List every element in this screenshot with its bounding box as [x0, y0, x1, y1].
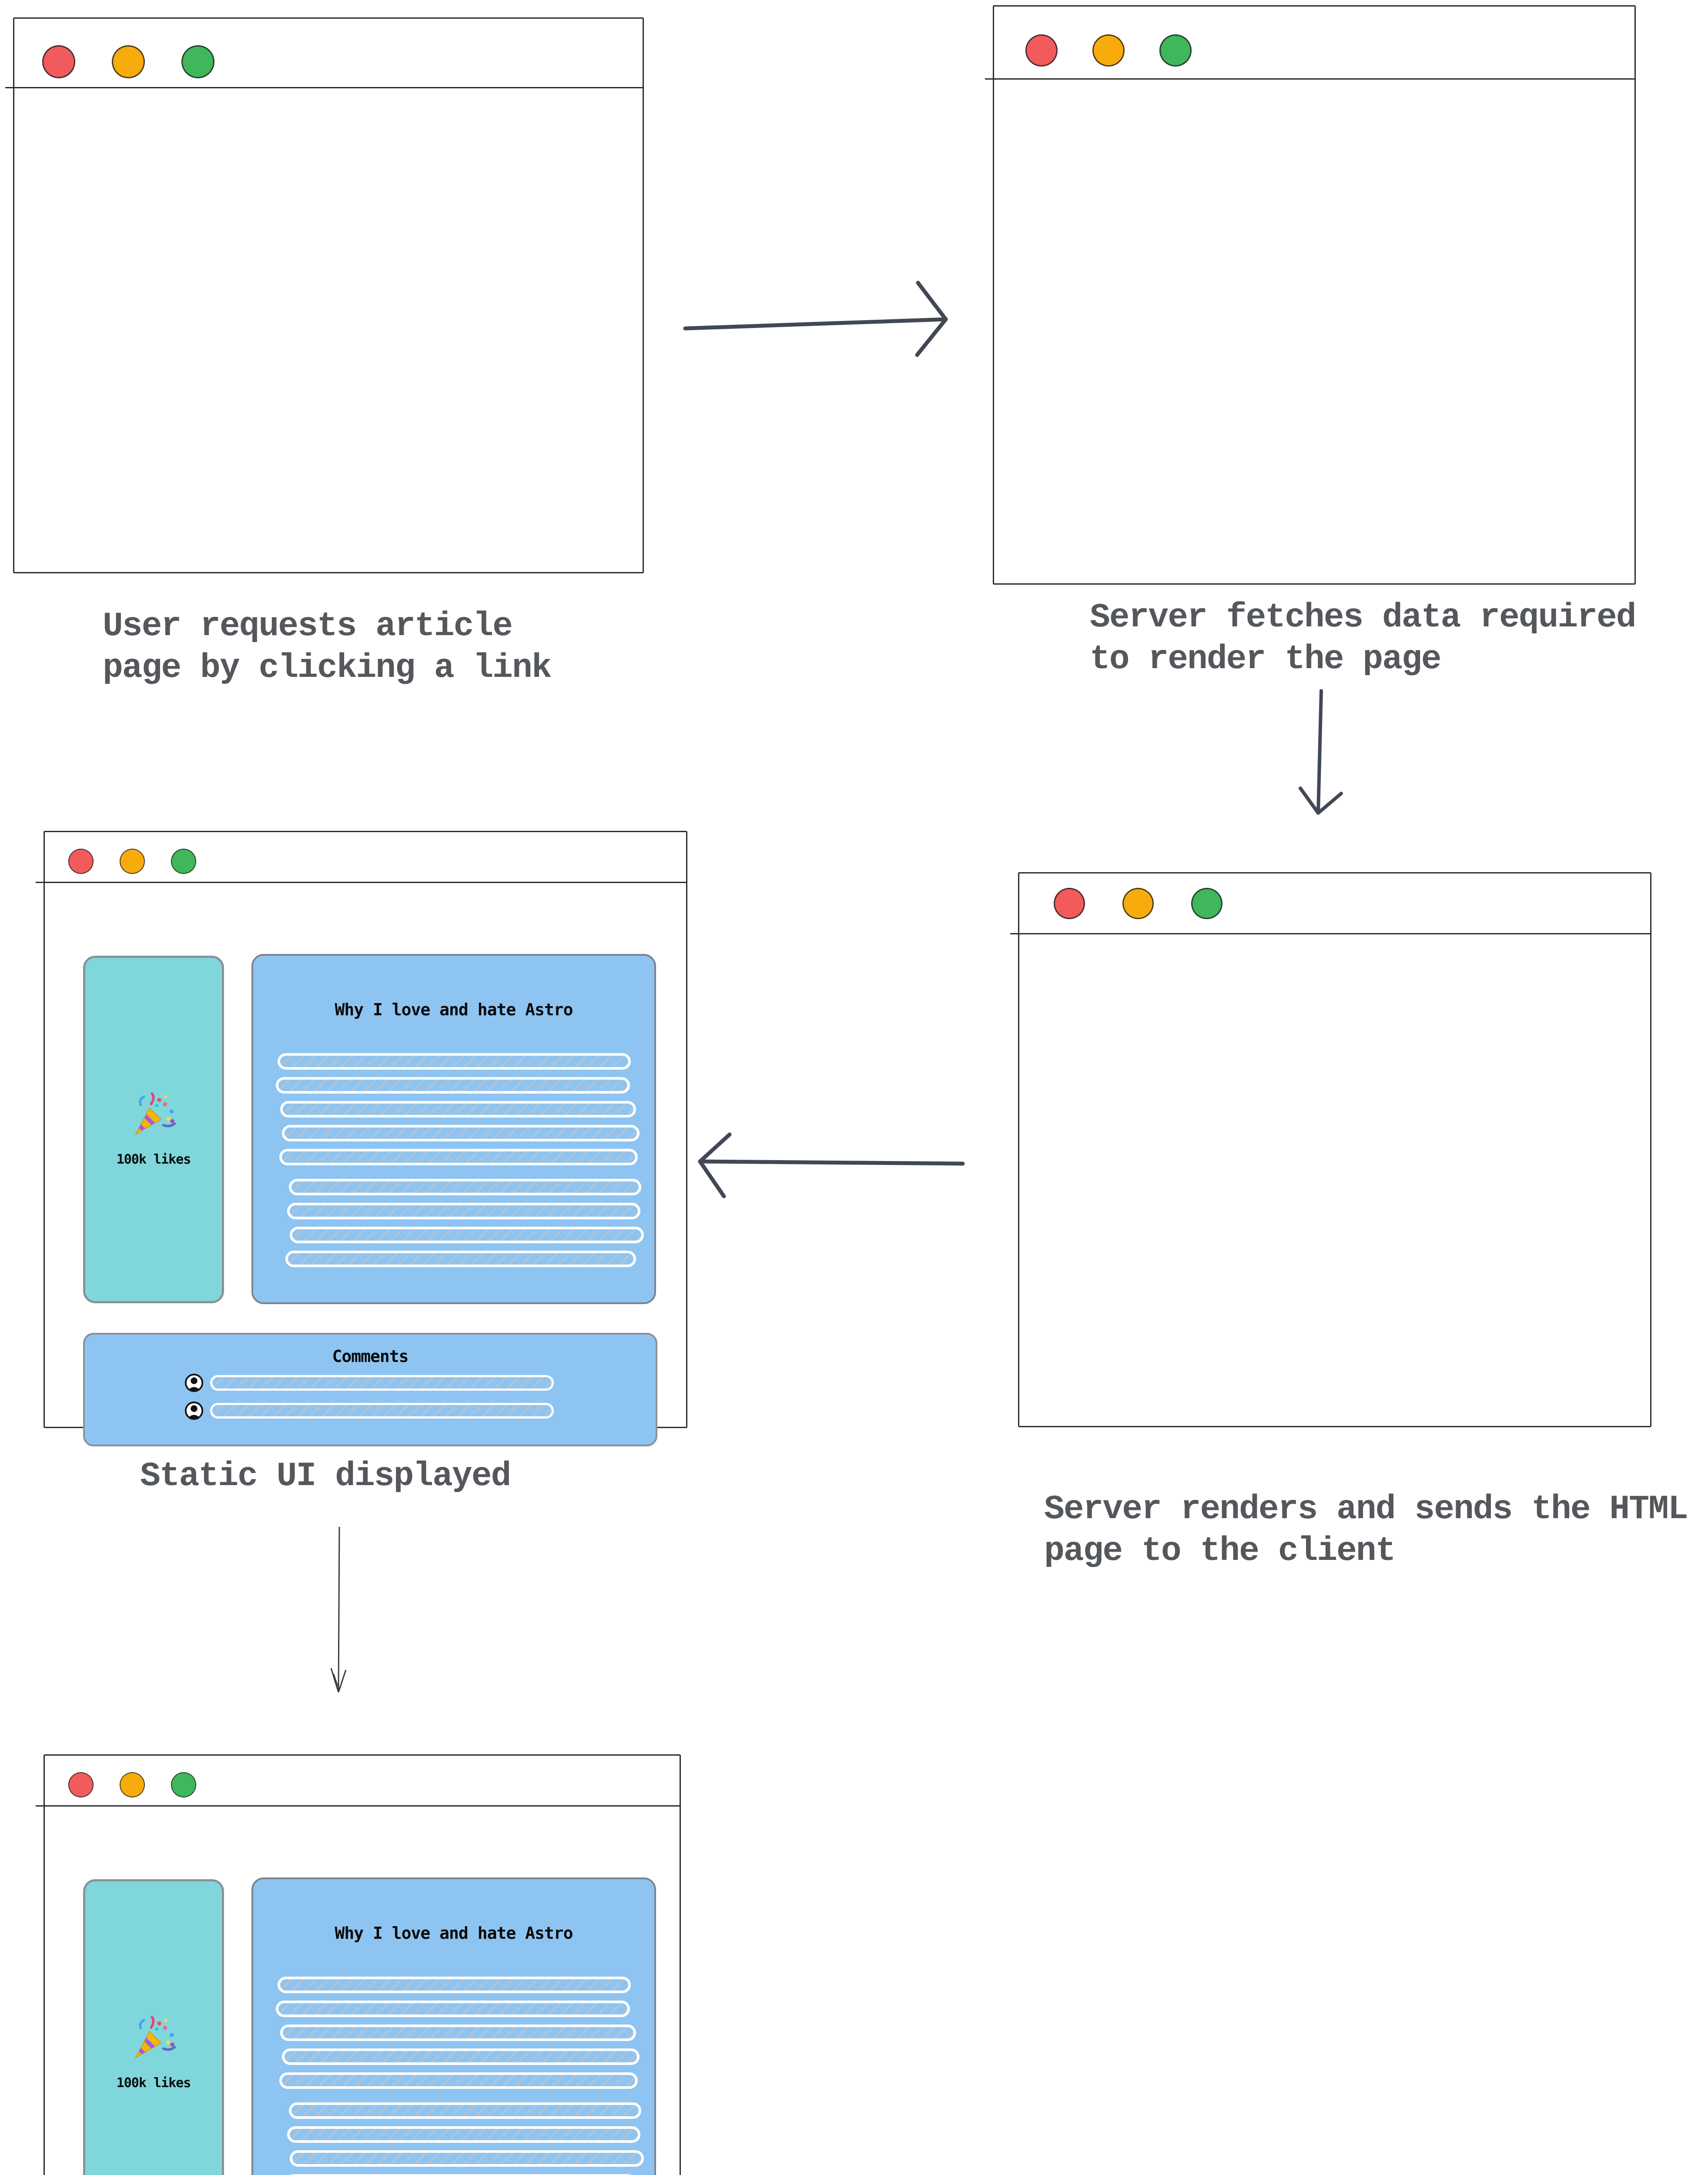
traffic-lights	[14, 45, 214, 78]
comment-skeleton-line	[210, 1403, 554, 1419]
user-avatar-icon	[184, 1373, 204, 1392]
skeleton-text-line	[279, 2072, 638, 2089]
arrow-left-icon	[694, 1122, 968, 1205]
party-popper-icon	[134, 2015, 176, 2059]
close-button-icon	[1054, 887, 1085, 919]
browser-window-server-fetch	[985, 5, 1636, 585]
article-title: Why I love and hate Astro	[335, 1000, 573, 1019]
article-skeleton-lines	[276, 1053, 644, 1267]
likes-card: 100k likes	[83, 956, 224, 1303]
close-button-icon	[42, 45, 75, 78]
close-button-icon	[68, 849, 94, 874]
skeleton-text-line	[276, 2001, 630, 2017]
caption-line: Server fetches data required	[1090, 599, 1637, 637]
close-button-icon	[1025, 34, 1058, 67]
window-titlebar	[1010, 873, 1650, 934]
browser-window-server-render	[1010, 872, 1651, 1427]
comments-title: Comments	[332, 1347, 409, 1366]
caption-line: Server renders and sends the HTML	[1044, 1490, 1688, 1529]
comment-row	[184, 1373, 656, 1393]
party-popper-icon	[134, 1092, 176, 1135]
window-titlebar	[5, 19, 643, 88]
comments-panel: Comments	[83, 1333, 657, 1446]
skeleton-text-line	[282, 1125, 640, 1141]
traffic-lights	[45, 1772, 196, 1797]
zoom-button-icon	[1159, 34, 1192, 67]
skeleton-text-line	[287, 1203, 640, 1219]
window-titlebar	[985, 7, 1634, 80]
minimize-button-icon	[1092, 34, 1125, 67]
minimize-button-icon	[1122, 887, 1154, 919]
user-avatar-icon	[184, 1401, 204, 1420]
skeleton-text-line	[289, 1179, 641, 1195]
skeleton-text-line	[280, 2024, 636, 2041]
article-skeleton-lines	[276, 1977, 644, 2175]
arrow-down-thin-icon	[328, 1525, 355, 1699]
minimize-button-icon	[120, 1772, 145, 1797]
caption-line: page to the client	[1044, 1532, 1396, 1570]
article-title: Why I love and hate Astro	[335, 1924, 573, 1943]
window-titlebar	[36, 832, 686, 883]
arrow-right-icon	[679, 278, 957, 361]
zoom-button-icon	[171, 1772, 196, 1797]
zoom-button-icon	[181, 45, 214, 78]
zoom-button-icon	[1191, 887, 1222, 919]
skeleton-text-line	[278, 1053, 631, 1070]
skeleton-text-line	[276, 1077, 630, 1094]
arrow-down-icon	[1296, 687, 1349, 822]
zoom-button-icon	[171, 849, 196, 874]
browser-window-user-request	[5, 17, 644, 573]
comment-row	[184, 1401, 656, 1421]
caption-line: to render the page	[1090, 640, 1442, 679]
comment-skeleton-line	[210, 1375, 554, 1391]
traffic-lights	[994, 34, 1192, 67]
article-panel: Why I love and hate Astro	[251, 1877, 656, 2175]
browser-window-hydrated-app: 100k likes Why I love and hate Astro Com…	[36, 1754, 681, 2175]
article-panel: Why I love and hate Astro	[251, 954, 656, 1304]
window-titlebar	[36, 1756, 680, 1807]
likes-count: 100k likes	[116, 1152, 191, 1167]
minimize-button-icon	[120, 849, 145, 874]
caption-step4: Static UI displayed	[140, 1457, 511, 1496]
close-button-icon	[68, 1772, 94, 1797]
comment-rows	[85, 1373, 656, 1421]
skeleton-text-line	[279, 1149, 638, 1165]
skeleton-text-line	[278, 1977, 631, 1993]
traffic-lights	[45, 849, 196, 874]
skeleton-text-line	[290, 1227, 644, 1243]
caption-line: page by clicking a link	[103, 649, 552, 687]
browser-window-static-ui: 100k likes Why I love and hate Astro Com…	[36, 831, 687, 1446]
skeleton-text-line	[287, 2126, 640, 2143]
skeleton-text-line	[282, 2048, 640, 2065]
likes-card: 100k likes	[83, 1879, 224, 2175]
skeleton-text-line	[290, 2150, 644, 2167]
skeleton-text-line	[280, 1101, 636, 1118]
traffic-lights	[1019, 887, 1222, 919]
skeleton-text-line	[289, 2102, 641, 2119]
skeleton-text-line	[285, 1251, 636, 1267]
likes-count: 100k likes	[116, 2075, 191, 2091]
minimize-button-icon	[112, 45, 145, 78]
caption-line: User requests article	[103, 607, 513, 646]
